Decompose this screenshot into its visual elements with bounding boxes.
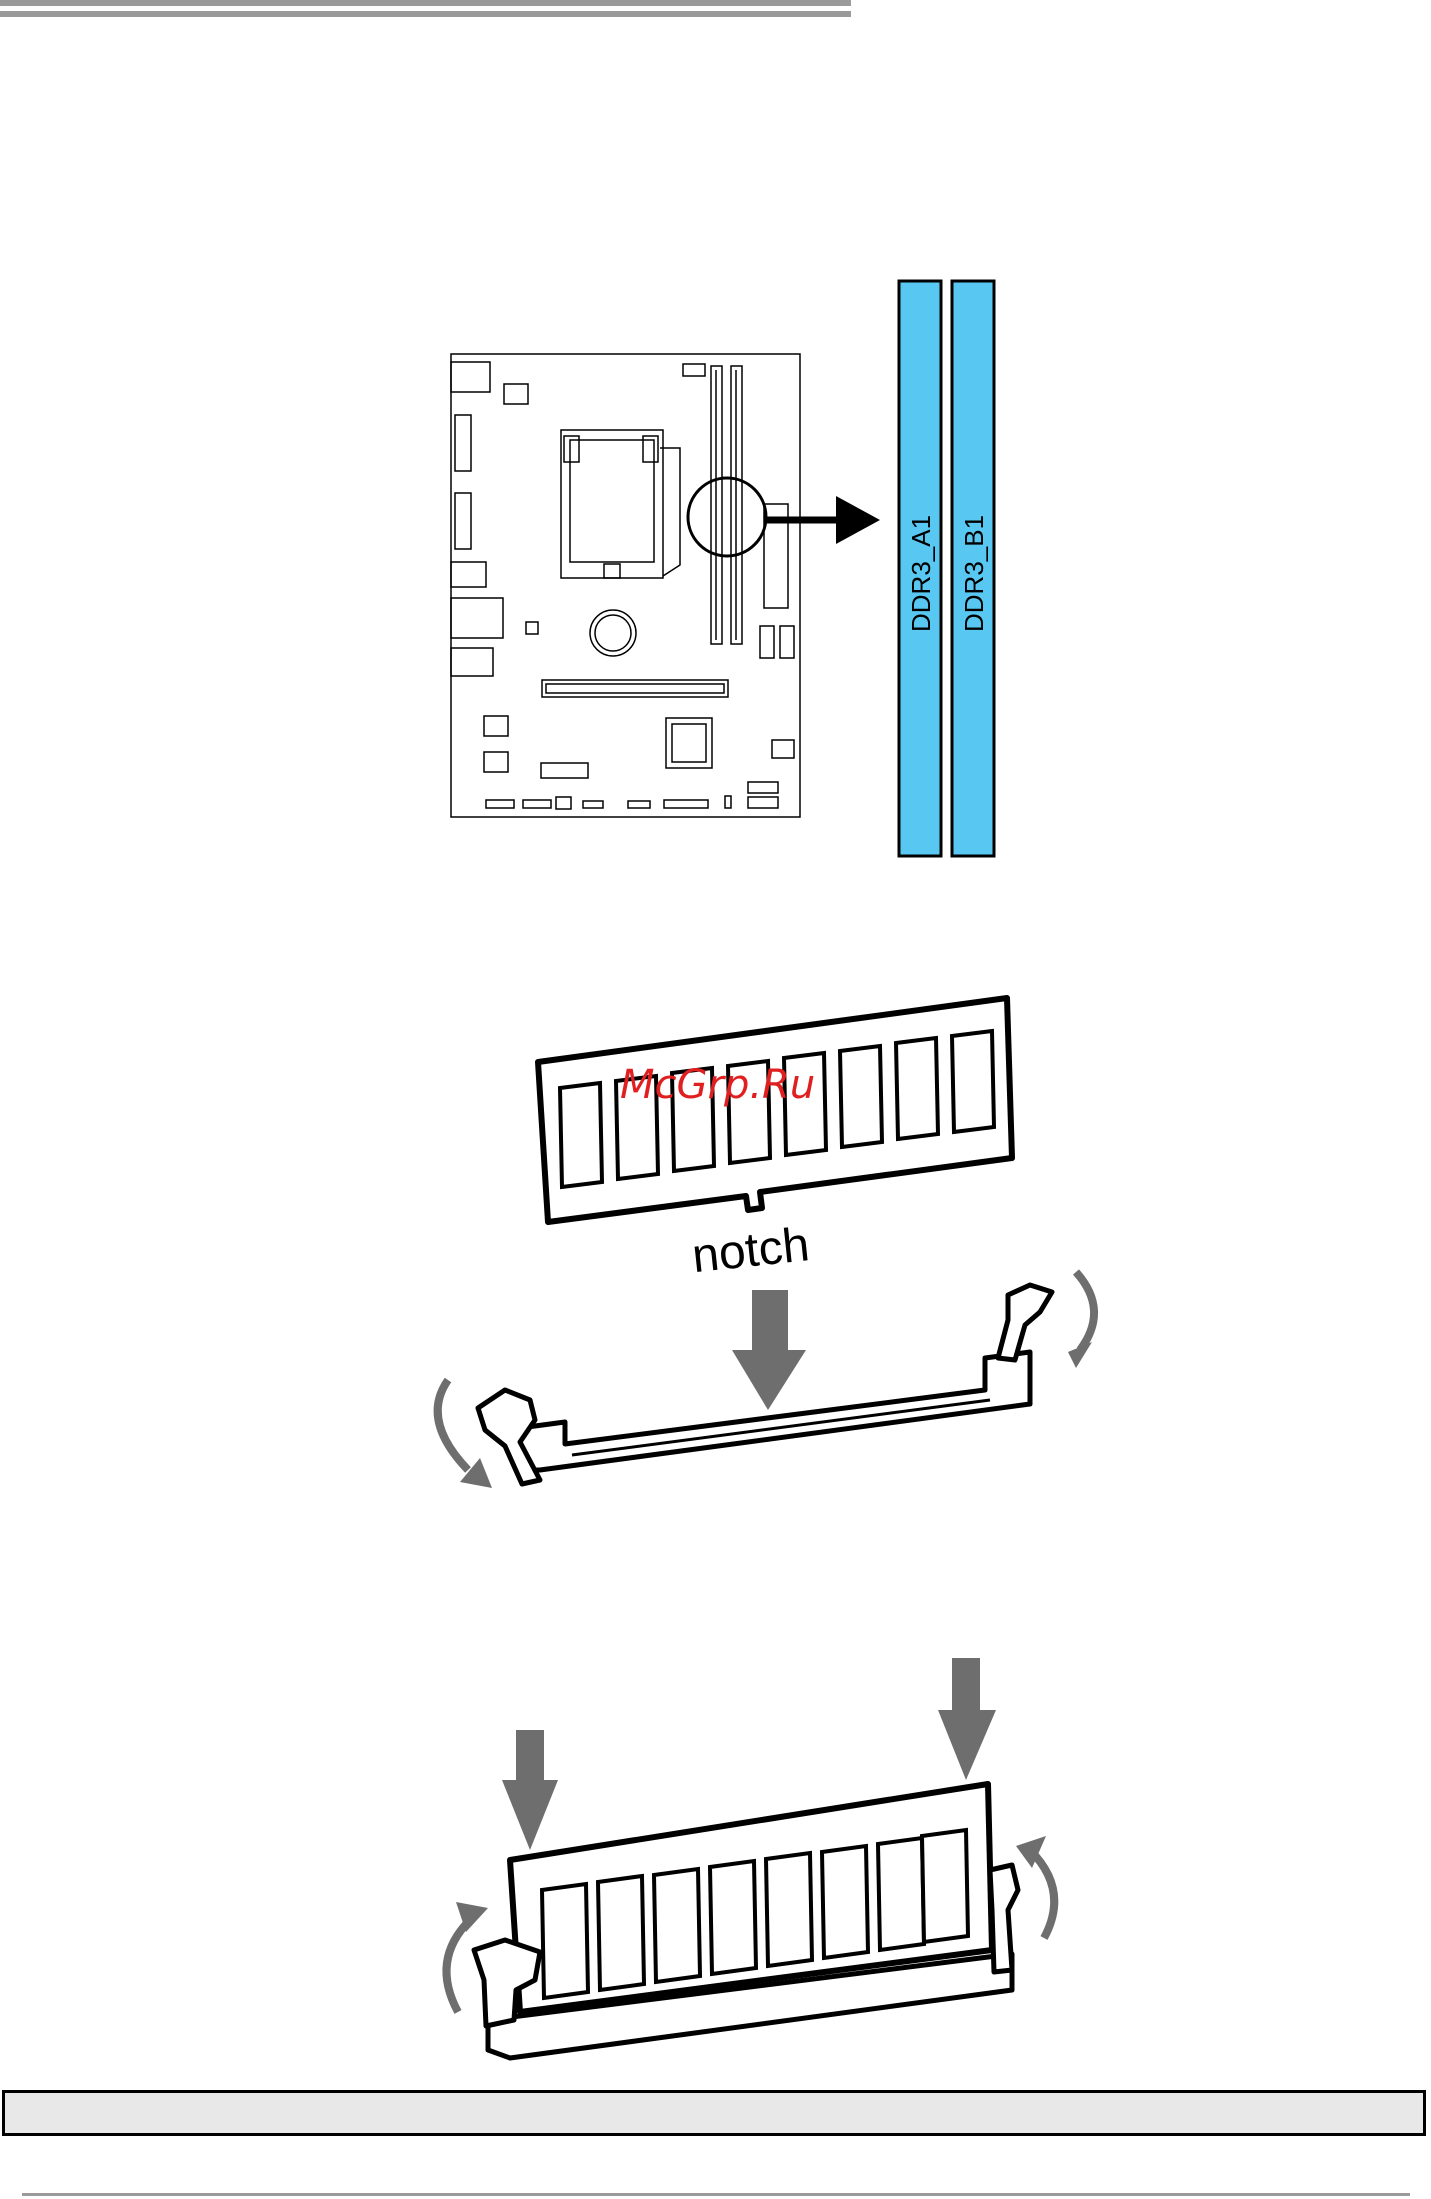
module-seated-figure — [0, 1640, 1431, 2080]
watermark: McGrp.Ru — [620, 1062, 815, 1108]
right-press-arrow-icon — [938, 1658, 996, 1780]
notch-label: notch — [690, 1218, 812, 1283]
memory-module — [538, 998, 1012, 1222]
motherboard-outline — [451, 354, 800, 817]
highlight-arrow-head — [836, 496, 880, 544]
left-rotate-arrow-icon — [438, 1380, 468, 1470]
right-latch — [998, 1285, 1052, 1360]
slot-label-a1: DDR3_A1 — [906, 515, 936, 632]
slot-groove — [572, 1400, 990, 1455]
slot-label-b1: DDR3_B1 — [959, 515, 989, 632]
footer-bar — [2, 2090, 1426, 2136]
insert-arrow-icon — [732, 1290, 806, 1410]
motherboard-figure: DDR3_A1 DDR3_B1 — [0, 0, 1431, 900]
seated-left-rotate-arrow-icon — [446, 1920, 470, 2012]
right-rotate-arrow-icon — [1076, 1272, 1094, 1350]
footer-rule — [22, 2193, 1410, 2196]
dimm-highlight-circle — [688, 478, 766, 556]
left-press-arrow-icon — [502, 1730, 558, 1850]
module-insert-figure: McGrp.Ru notch — [0, 960, 1431, 1520]
